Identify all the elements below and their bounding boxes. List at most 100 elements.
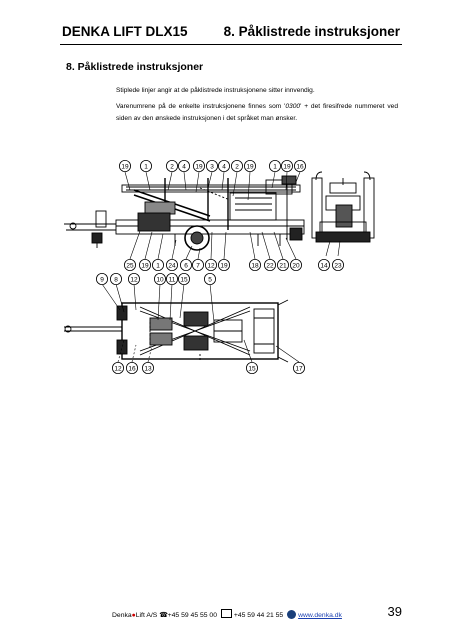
svg-text:12: 12 — [207, 262, 215, 269]
callout-2: 2 — [165, 159, 178, 172]
callout-11: 11 — [165, 272, 178, 285]
svg-text:15: 15 — [248, 365, 256, 372]
intro-paragraph-2: Varenumrene på de enkelte instruksjonene… — [116, 101, 398, 126]
svg-text:4: 4 — [182, 163, 186, 170]
callout-5: 5 — [203, 272, 216, 285]
svg-text:5: 5 — [208, 276, 212, 283]
svg-text:16: 16 — [128, 365, 136, 372]
intro-paragraph-1: Stiplede linjer angir at de påklistrede … — [116, 87, 315, 94]
svg-text:19: 19 — [141, 262, 149, 269]
callout-1: 1 — [151, 258, 164, 271]
svg-text:18: 18 — [251, 262, 259, 269]
svg-text:1: 1 — [273, 163, 277, 170]
footer-phone: +45 59 45 55 00 — [167, 612, 217, 619]
document-header-title: DENKA LIFT DLX15 — [62, 24, 188, 39]
svg-text:22: 22 — [266, 262, 274, 269]
svg-text:19: 19 — [246, 163, 254, 170]
page-number: 39 — [387, 604, 402, 619]
svg-text:19: 19 — [195, 163, 203, 170]
callout-6: 6 — [179, 258, 192, 271]
callout-19: 19 — [138, 258, 151, 271]
plan-view-leaders — [101, 283, 300, 363]
document-header-section: 8. Påklistrede instruksjoner — [223, 24, 400, 39]
svg-text:10: 10 — [156, 276, 164, 283]
page-footer: Denka●Lift A/S ☎+45 59 45 55 00 +45 59 4… — [60, 603, 402, 623]
globe-icon — [287, 610, 297, 619]
callout-17: 17 — [292, 361, 305, 374]
callout-13: 13 — [141, 361, 154, 374]
callout-20: 20 — [289, 258, 302, 271]
footer-fax: +45 59 44 21 55 — [233, 612, 284, 619]
fax-icon — [220, 609, 232, 618]
callout-19: 19 — [217, 258, 230, 271]
svg-text:21: 21 — [279, 262, 287, 269]
svg-text:16: 16 — [296, 163, 304, 170]
svg-text:13: 13 — [144, 365, 152, 372]
callout-3: 3 — [205, 159, 218, 172]
svg-text:1: 1 — [144, 163, 148, 170]
svg-text:14: 14 — [320, 262, 328, 269]
svg-text:6: 6 — [184, 262, 188, 269]
footer-company-a: Denka — [112, 612, 132, 619]
svg-text:1: 1 — [156, 262, 160, 269]
footer-contact: Denka●Lift A/S ☎+45 59 45 55 00 +45 59 4… — [112, 609, 342, 619]
callout-4: 4 — [177, 159, 190, 172]
callout-18: 18 — [248, 258, 261, 271]
callout-15: 15 — [245, 361, 258, 374]
header-rule — [60, 44, 402, 45]
svg-text:19: 19 — [283, 163, 291, 170]
callout-16: 16 — [293, 159, 306, 172]
callout-1: 1 — [139, 159, 152, 172]
svg-text:7: 7 — [196, 262, 200, 269]
callout-16: 16 — [126, 361, 139, 374]
callout-25: 25 — [124, 258, 137, 271]
callout-19: 19 — [192, 159, 205, 172]
svg-text:12: 12 — [114, 365, 122, 372]
callout-4: 4 — [217, 159, 230, 172]
svg-text:4: 4 — [222, 163, 226, 170]
callout-19: 19 — [119, 159, 132, 172]
intro-p2-end: ' + det firesifrede nummeret ved siden a… — [116, 102, 399, 123]
callout-10: 10 — [153, 272, 166, 285]
svg-text:2: 2 — [170, 163, 174, 170]
plan-view-drawing — [64, 299, 289, 363]
svg-text:2: 2 — [235, 163, 239, 170]
callout-7: 7 — [191, 258, 204, 271]
section-title: 8. Påklistrede instruksjoner — [66, 61, 204, 73]
svg-text:25: 25 — [126, 262, 134, 269]
callout-2: 2 — [230, 159, 243, 172]
callout-12: 12 — [127, 272, 140, 285]
callout-23: 23 — [331, 258, 344, 271]
svg-text:17: 17 — [295, 365, 303, 372]
svg-text:20: 20 — [292, 262, 300, 269]
denka-dot-icon: ● — [131, 612, 136, 619]
side-view-leaders — [124, 171, 301, 260]
footer-website-link[interactable]: www.denka.dk — [298, 612, 342, 619]
svg-text:8: 8 — [114, 276, 118, 283]
svg-text:11: 11 — [169, 276, 176, 283]
phone-icon: ☎ — [159, 612, 168, 619]
svg-text:12: 12 — [130, 276, 138, 283]
svg-text:19: 19 — [220, 262, 228, 269]
side-view-drawing — [64, 175, 305, 251]
callout-1: 1 — [268, 159, 281, 172]
svg-text:9: 9 — [100, 276, 104, 283]
svg-text:23: 23 — [334, 262, 342, 269]
callout-8: 8 — [110, 272, 123, 285]
svg-text:19: 19 — [121, 163, 129, 170]
callout-19: 19 — [243, 159, 256, 172]
callout-24: 24 — [165, 258, 178, 271]
svg-text:24: 24 — [168, 262, 176, 269]
callout-12: 12 — [204, 258, 217, 271]
intro-p2-start: Varenumrene på de enkelte instruksjonene… — [116, 102, 286, 110]
callout-9: 9 — [96, 272, 109, 285]
intro-text: Stiplede linjer angir at de påklistrede … — [116, 85, 398, 126]
footer-company-b: Lift A/S — [135, 612, 158, 619]
callout-19: 19 — [280, 159, 293, 172]
svg-text:15: 15 — [180, 276, 188, 283]
callout-14: 14 — [317, 258, 330, 271]
callout-12: 12 — [112, 361, 125, 374]
end-view-drawing — [311, 171, 375, 257]
svg-text:3: 3 — [210, 163, 214, 170]
